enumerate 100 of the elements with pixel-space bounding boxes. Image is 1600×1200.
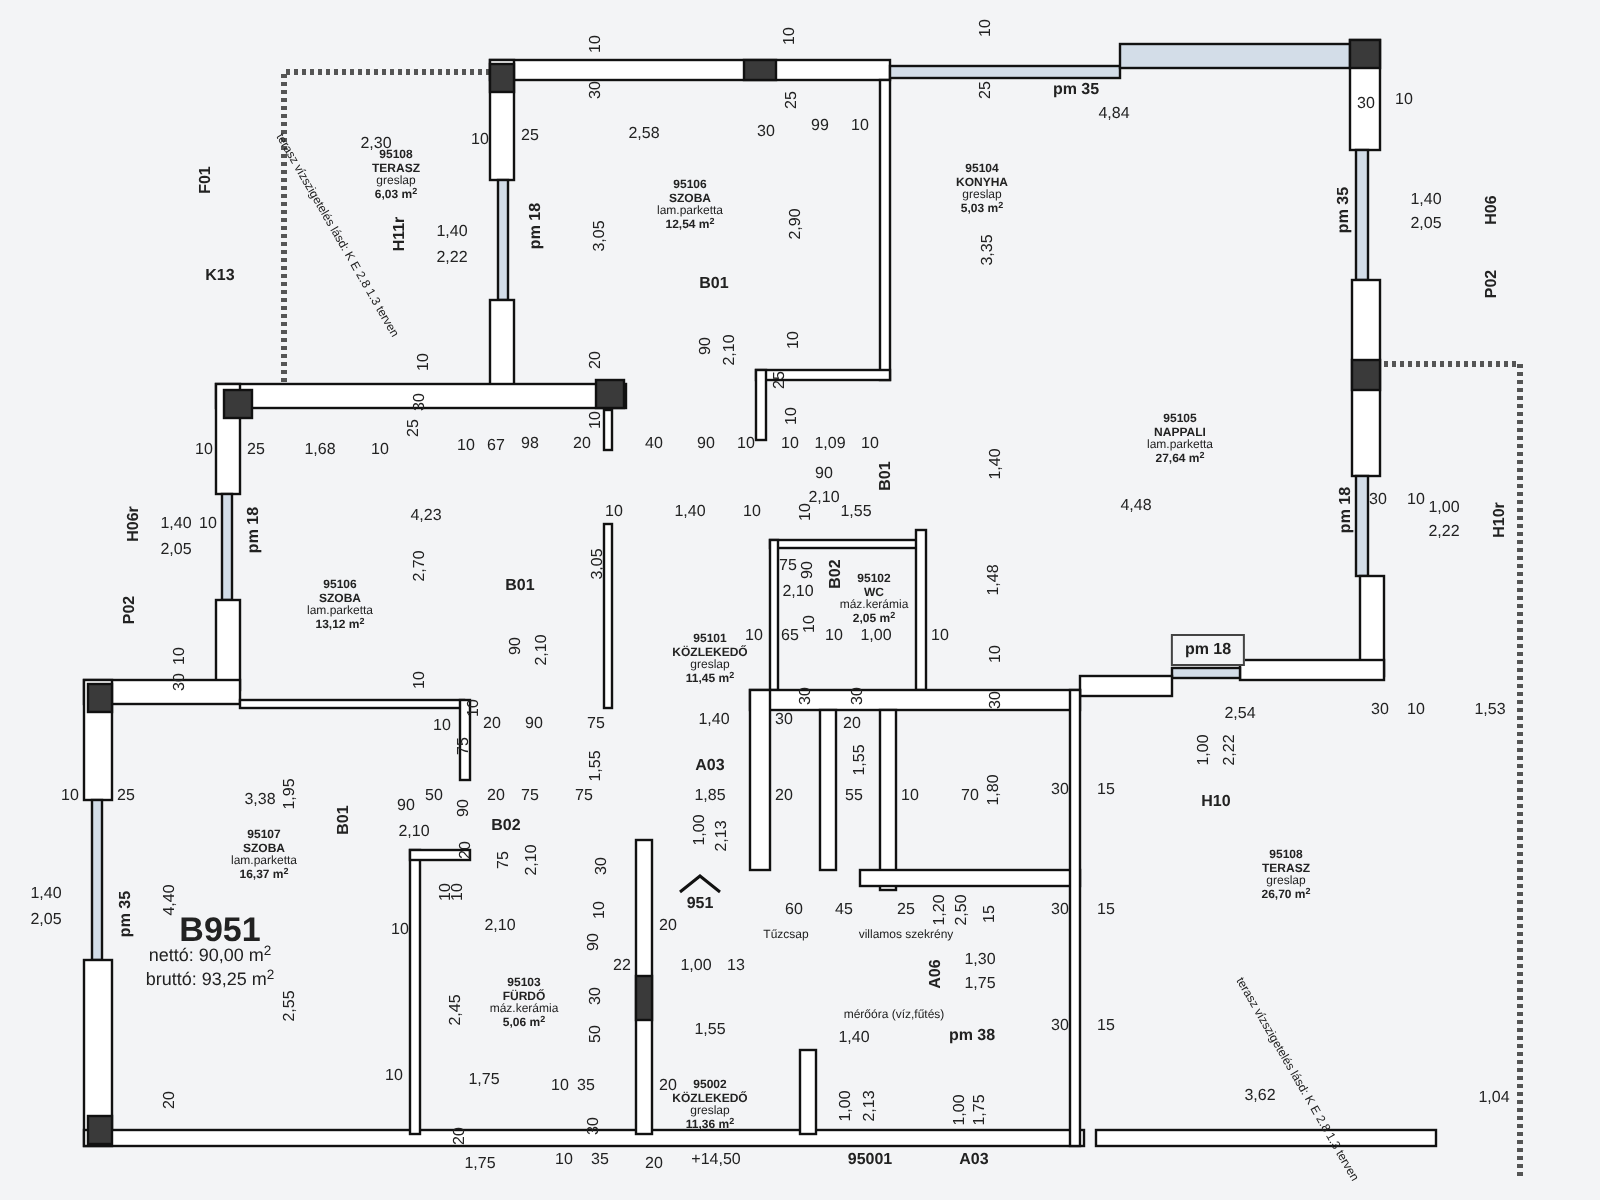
dimension-label: 30 <box>988 691 1004 709</box>
dimension-label: 1,40 <box>436 224 468 240</box>
dimension-label: 20 <box>162 1091 178 1109</box>
dimension-label: 1,00 <box>1428 500 1460 516</box>
dimension-label: 55 <box>845 788 863 804</box>
dimension-label: 1,00 <box>692 814 708 846</box>
dimension-label: 10 <box>781 436 799 452</box>
dimension-label: 1,85 <box>694 788 726 804</box>
dimension-label: 30 <box>757 124 775 140</box>
dimension-label: 2,30 <box>360 136 392 152</box>
dimension-label: 10 <box>466 699 482 717</box>
dimension-label: 2,05 <box>30 912 62 928</box>
door-code: B01 <box>336 805 352 835</box>
plan-code: F01 <box>198 166 214 194</box>
plan-code: P02 <box>122 595 138 625</box>
dimension-label: 75 <box>575 788 593 804</box>
dimension-label: 1,95 <box>282 778 298 810</box>
dimension-label: 10 <box>745 628 763 644</box>
dimension-label: 1,40 <box>160 516 192 532</box>
dimension-label: 10 <box>825 628 843 644</box>
dimension-label: 1,55 <box>852 744 868 776</box>
dimension-label: 1,30 <box>964 952 996 968</box>
dimension-label: 20 <box>452 1127 468 1145</box>
dimension-label: 65 <box>781 628 799 644</box>
dimension-label: 2,54 <box>1224 706 1256 722</box>
dimension-label: 10 <box>802 615 818 633</box>
dimension-label: 10 <box>588 35 604 53</box>
dimension-label: 25 <box>406 419 422 437</box>
dimension-label: 90 <box>525 716 543 732</box>
dimension-label: 30 <box>775 712 793 728</box>
dimension-label: 90 <box>456 799 472 817</box>
dimension-label: 1,00 <box>1196 734 1212 766</box>
plan-code: P02 <box>1484 269 1500 299</box>
dimension-label: 10 <box>743 504 761 520</box>
dimension-label: 3,38 <box>244 792 276 808</box>
window-tag: pm 18 <box>246 506 262 554</box>
dimension-label: 67 <box>487 438 505 454</box>
dimension-label: 30 <box>1051 902 1069 918</box>
dimension-label: 15 <box>1097 902 1115 918</box>
dimension-label: 2,05 <box>160 542 192 558</box>
dimension-label: 15 <box>1097 782 1115 798</box>
dimension-label: 10 <box>588 411 604 429</box>
dimension-label: 70 <box>961 788 979 804</box>
dimension-label: 25 <box>521 128 539 144</box>
dimension-label: 3,35 <box>980 234 996 266</box>
dimension-label: 30 <box>1051 782 1069 798</box>
dimension-label: 10 <box>978 19 994 37</box>
dimension-label: 30 <box>588 987 604 1005</box>
dimension-label: 10 <box>385 1068 403 1084</box>
dimension-label: 30 <box>1369 492 1387 508</box>
dimension-label: 15 <box>1097 1018 1115 1034</box>
room-number: 95001 <box>847 1152 893 1168</box>
dimension-label: 1,80 <box>986 774 1002 806</box>
dimension-label: 1,75 <box>464 1156 496 1172</box>
dimension-label: 10 <box>782 27 798 45</box>
dimension-label: 1,40 <box>1410 192 1442 208</box>
dimension-label: 75 <box>521 788 539 804</box>
dimension-label: 4,48 <box>1120 498 1152 514</box>
dimension-label: 2,13 <box>862 1090 878 1122</box>
window-tag: pm 38 <box>948 1028 996 1044</box>
dimension-label: 1,40 <box>674 504 706 520</box>
dimension-label: 1,00 <box>680 958 712 974</box>
dimension-label: 1,40 <box>838 1030 870 1046</box>
dimension-label: 1,00 <box>952 1094 968 1126</box>
dimension-label: 2,10 <box>722 334 738 366</box>
dimension-label: 90 <box>815 466 833 482</box>
dimension-label: 10 <box>605 504 623 520</box>
dimension-label: 2,45 <box>448 994 464 1026</box>
dimension-label: 99 <box>811 118 829 134</box>
dimension-label: 2,10 <box>398 824 430 840</box>
dimension-label: 4,40 <box>162 884 178 916</box>
dimension-label: 45 <box>835 902 853 918</box>
dimension-label: 20 <box>843 716 861 732</box>
area-text: nettó: 90,00 m$^{2}$ <box>148 947 272 965</box>
dimension-label: 13 <box>727 958 745 974</box>
dimension-label: 30 <box>850 687 866 705</box>
dimension-label: 2,55 <box>282 990 298 1022</box>
dimension-label: 10 <box>1395 92 1413 108</box>
window-code: H06 <box>1484 195 1500 225</box>
dimension-label: 10 <box>450 883 466 901</box>
dimension-label: 10 <box>1407 702 1425 718</box>
window-tag: pm 18 <box>528 202 544 250</box>
dimension-label: 90 <box>697 436 715 452</box>
dimension-label: 10 <box>931 628 949 644</box>
dimension-label: 2,10 <box>534 634 550 666</box>
dimension-label: 25 <box>978 81 994 99</box>
dimension-label: 2,22 <box>1222 734 1238 766</box>
dimension-label: 50 <box>425 788 443 804</box>
dimension-label: 10 <box>371 442 389 458</box>
dimension-label: 22 <box>613 958 631 974</box>
dimension-label: 50 <box>588 1025 604 1043</box>
dimension-label: 1,09 <box>814 436 846 452</box>
dimension-label: 1,40 <box>698 712 730 728</box>
door-code: B01 <box>505 578 535 594</box>
window-tag: pm 35 <box>1052 82 1100 98</box>
dimension-label: 10 <box>457 438 475 454</box>
dimension-label: 20 <box>588 351 604 369</box>
level-mark: 951 <box>686 896 714 912</box>
window-tag: pm 18 <box>1170 634 1246 666</box>
dimension-label: 1,53 <box>1474 702 1506 718</box>
